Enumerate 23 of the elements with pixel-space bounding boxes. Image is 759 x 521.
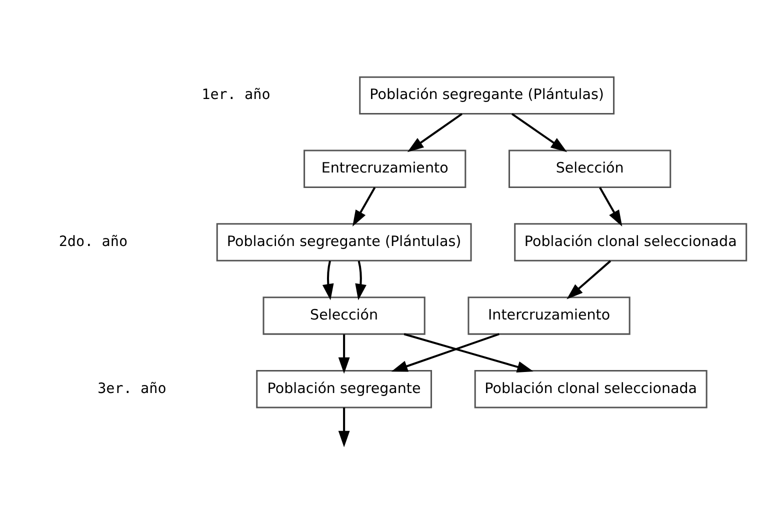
arrow (355, 260, 366, 300)
node-box: Población clonal seleccionada (474, 370, 708, 408)
node-box: Población clonal seleccionada (514, 222, 748, 261)
arrow (566, 260, 612, 299)
arrow (338, 334, 350, 374)
node-box: Entrecruzamiento (304, 149, 466, 188)
node-box: Selección (262, 296, 426, 334)
node-box: Intercruzamiento (468, 296, 630, 334)
arrow (511, 112, 568, 152)
arrow (322, 260, 334, 300)
node-box: Población segregante (Plántulas) (359, 76, 615, 114)
label: 1er. año (202, 86, 270, 103)
node-box: Población segregante (Plántulas) (216, 222, 472, 261)
node-box: Selección (508, 149, 672, 188)
arrow (391, 332, 500, 372)
arrow (599, 186, 622, 226)
node-box: Población segregante (256, 370, 432, 408)
label: 2do. año (58, 234, 128, 250)
arrow (407, 112, 462, 152)
label: 3er. año (98, 380, 166, 396)
arrow (338, 407, 350, 447)
arrow (352, 186, 376, 226)
arrow (404, 332, 534, 372)
